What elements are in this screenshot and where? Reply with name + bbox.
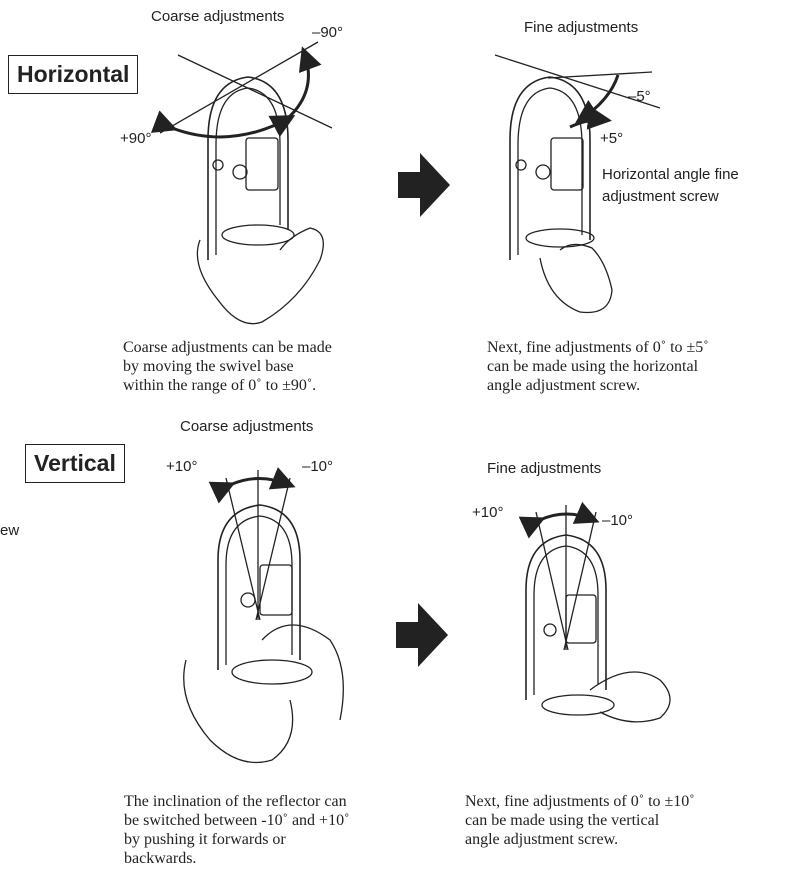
horizontal-coarse-title: Coarse adjustments: [151, 8, 284, 25]
fine-arrow: [580, 75, 618, 120]
vertical-coarse-title: Coarse adjustments: [180, 418, 313, 435]
horizontal-coarse-caption: Coarse adjustments can be made by moving…: [123, 338, 332, 395]
caption-line: within the range of 0˚ to ±90˚.: [123, 376, 332, 395]
caption-line: Next, fine adjustments of 0˚ to ±5˚: [487, 338, 709, 357]
vertical-coarse-angle-plus: +10°: [166, 458, 197, 475]
mount-block: [566, 595, 596, 643]
horizontal-fine-angle-minus: –5°: [628, 88, 651, 105]
knob: [233, 165, 247, 179]
next-step-arrow-vertical: [396, 603, 448, 667]
horizontal-coarse-angle-plus: +90°: [120, 130, 151, 147]
horizontal-coarse-angle-minus: –90°: [312, 24, 343, 41]
reference-line: [256, 478, 290, 620]
caption-line: by moving the swivel base: [123, 357, 332, 376]
hand: [184, 660, 293, 763]
vertical-fine-angle-minus: –10°: [602, 512, 633, 529]
reflector-inner: [226, 516, 292, 665]
caption-line: angle adjustment screw.: [487, 376, 709, 395]
caption-line: angle adjustment screw.: [465, 830, 695, 849]
reference-line: [564, 512, 596, 650]
caption-line: can be made using the horizontal: [487, 357, 709, 376]
caption-line: be switched between -10˚ and +10˚: [124, 811, 349, 830]
hand: [540, 244, 612, 312]
vertical-fine-caption: Next, fine adjustments of 0˚ to ±10˚ can…: [465, 792, 695, 849]
vertical-fine-drawing: [526, 505, 670, 722]
mount-block: [260, 565, 292, 615]
horizontal-fine-title: Fine adjustments: [524, 19, 638, 36]
knob: [536, 165, 550, 179]
caption-line: backwards.: [124, 849, 349, 868]
mount-block: [551, 138, 583, 190]
vertical-coarse-drawing: [184, 470, 344, 763]
knob: [241, 593, 255, 607]
vertical-fine-angle-plus: +10°: [472, 504, 503, 521]
reflector-body: [208, 77, 288, 260]
vertical-coarse-angle-minus: –10°: [302, 458, 333, 475]
caption-line: The inclination of the reflector can: [124, 792, 349, 811]
vertical-fine-title: Fine adjustments: [487, 460, 601, 477]
caption-line: by pushing it forwards or: [124, 830, 349, 849]
vertical-coarse-caption: The inclination of the reflector can be …: [124, 792, 349, 868]
reflector-body: [510, 77, 590, 260]
next-step-arrow-horizontal: [398, 153, 450, 217]
swivel-base: [222, 225, 294, 245]
swivel-arrow: [172, 118, 290, 137]
section-label-vertical: Vertical: [25, 444, 125, 483]
swivel-base: [542, 695, 614, 715]
reference-line: [160, 42, 318, 133]
hand: [262, 625, 343, 720]
caption-line: Coarse adjustments can be made: [123, 338, 332, 357]
caption-line: can be made using the vertical: [465, 811, 695, 830]
swivel-base: [232, 660, 312, 684]
horizontal-fine-angle-plus: +5°: [600, 130, 623, 147]
reflector-body: [218, 505, 300, 670]
knob: [544, 624, 556, 636]
mount-block: [246, 138, 278, 190]
screw-label-line: adjustment screw: [602, 186, 739, 208]
cutoff-text: ew: [0, 522, 19, 539]
tilt-arrow: [540, 514, 594, 520]
reference-line: [548, 72, 652, 78]
tilt-arrow: [230, 479, 290, 486]
reference-line: [536, 512, 568, 650]
knob: [213, 160, 223, 170]
caption-line: Next, fine adjustments of 0˚ to ±10˚: [465, 792, 695, 811]
screw-label-line: Horizontal angle fine: [602, 164, 739, 186]
swivel-base: [526, 229, 594, 247]
screw-label: Horizontal angle fine adjustment screw: [602, 164, 739, 208]
horizontal-coarse-drawing: [160, 42, 332, 324]
horizontal-fine-caption: Next, fine adjustments of 0˚ to ±5˚ can …: [487, 338, 709, 395]
section-label-horizontal: Horizontal: [8, 55, 138, 94]
